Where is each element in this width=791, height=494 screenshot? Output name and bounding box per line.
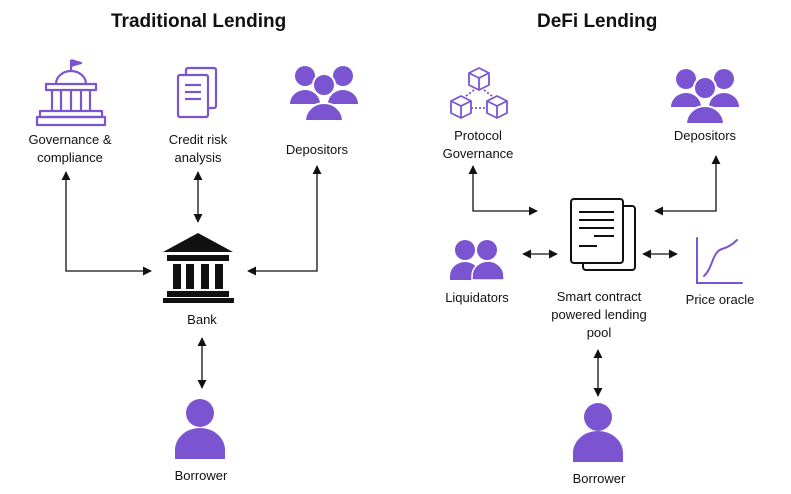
- defi-borrower-label: Borrower: [572, 471, 626, 486]
- traditional-lending-title: Traditional Lending: [111, 11, 287, 32]
- bank-icon: [163, 233, 234, 303]
- defi-depositors-label: Depositors: [673, 128, 737, 143]
- governance-bank-arrow: [61, 171, 152, 276]
- defi-depositors-group-icon: [671, 69, 739, 125]
- governance-compliance-label: Governance & compliance: [28, 132, 112, 165]
- liquidators-icon: [450, 240, 505, 281]
- depositors-bank-arrow: [247, 165, 322, 276]
- depositors-label: Depositors: [285, 142, 349, 157]
- borrower-label: Borrower: [174, 468, 228, 483]
- smart-contract-icon: [570, 198, 636, 271]
- defi-connectors: [468, 155, 721, 397]
- protocol-contract-arrow: [468, 165, 538, 216]
- government-building-icon: [35, 58, 107, 127]
- borrower-icon: [175, 399, 225, 459]
- credit-risk-label: Credit risk analysis: [168, 132, 228, 165]
- smart-contract-label: Smart contract powered lending pool: [551, 289, 647, 340]
- depositors-contract-arrow: [654, 155, 721, 216]
- bank-label: Bank: [187, 312, 217, 327]
- price-oracle-chart-icon: [696, 237, 743, 284]
- price-oracle-label: Price oracle: [685, 292, 755, 307]
- protocol-governance-label: Protocol Governance: [442, 128, 514, 161]
- traditional-connectors: [61, 165, 322, 389]
- documents-icon: [176, 66, 218, 119]
- depositors-group-icon: [290, 66, 358, 122]
- liquidators-label: Liquidators: [445, 290, 509, 305]
- defi-lending-title: DeFi Lending: [537, 11, 658, 32]
- defi-borrower-icon: [573, 403, 623, 462]
- protocol-cubes-icon: [450, 67, 508, 119]
